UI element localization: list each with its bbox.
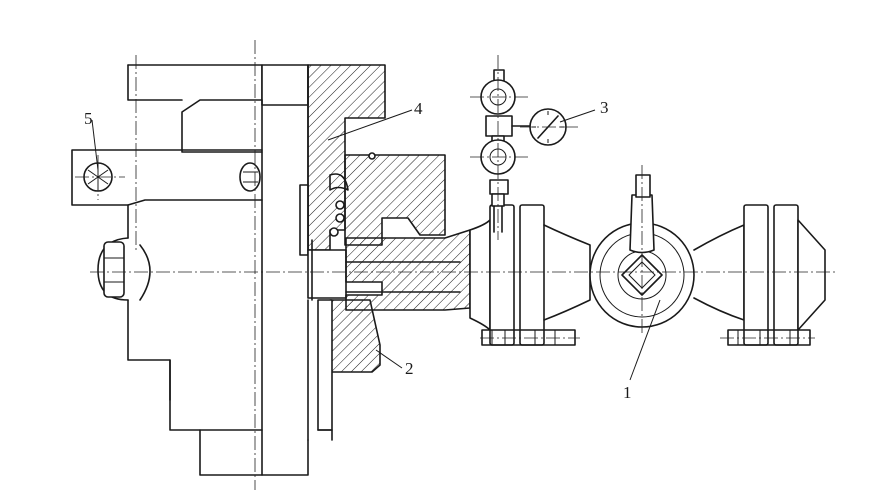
lower-nut [307,299,381,441]
machine-housing [71,64,309,476]
pipe-assembly [469,174,826,346]
callout-5: 5 [84,109,93,128]
adapter-flange [299,64,446,256]
centerlines [75,40,835,490]
callout-1: 1 [623,383,632,402]
callout-4: 4 [414,99,423,118]
callout-3: 3 [600,98,609,117]
leader-lines [91,109,661,381]
shaft-coupling [307,229,471,311]
callout-2: 2 [405,359,414,378]
